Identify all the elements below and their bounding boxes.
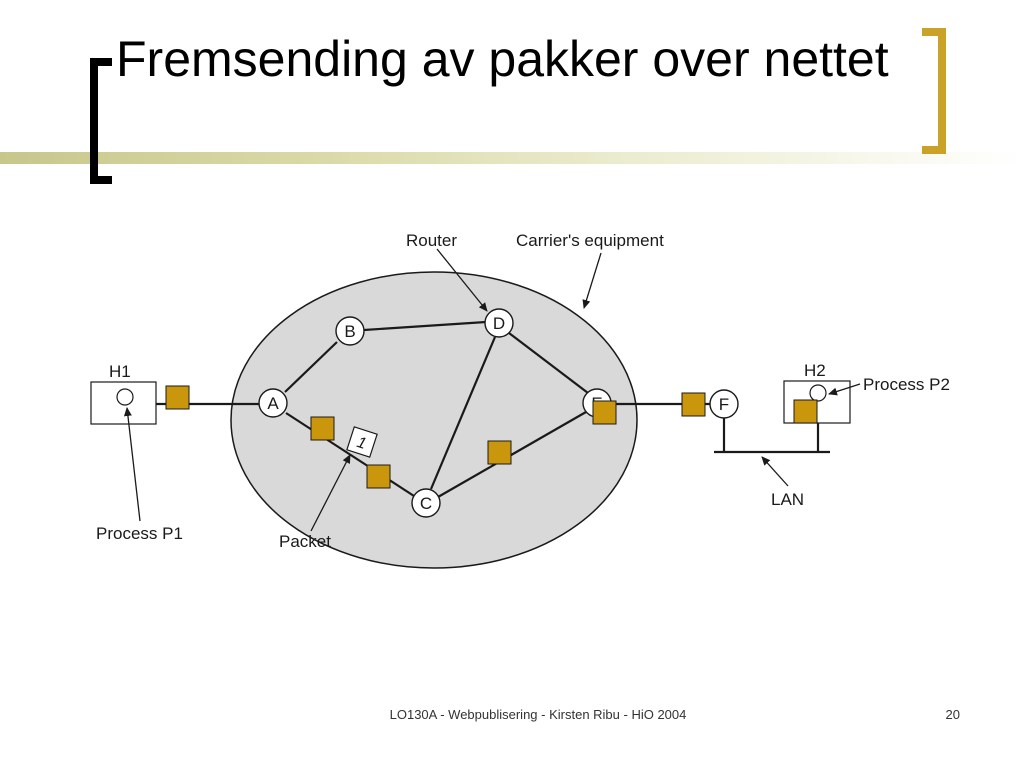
node-d-label: D bbox=[493, 314, 505, 333]
packet-square bbox=[681, 392, 706, 417]
arrow-router bbox=[436, 248, 488, 312]
packet-callout-label: Packet bbox=[279, 532, 331, 551]
link-a-b bbox=[284, 341, 338, 393]
slide-title: Fremsending av pakker over nettet bbox=[116, 31, 889, 87]
arrow-packet bbox=[310, 454, 351, 532]
link-d-c bbox=[429, 336, 497, 490]
link-b-d bbox=[363, 320, 487, 332]
lan-label: LAN bbox=[771, 490, 804, 509]
left-bracket-decoration bbox=[90, 58, 112, 184]
process-p1-circle bbox=[116, 388, 134, 406]
packet-square bbox=[487, 440, 512, 465]
arrow-lan bbox=[761, 456, 789, 487]
carrier-callout-label: Carrier's equipment bbox=[516, 231, 664, 250]
link-c-e bbox=[437, 411, 587, 498]
host-h1-label: H1 bbox=[109, 362, 131, 381]
numbered-packet: 1 bbox=[346, 426, 378, 458]
packet-square bbox=[310, 416, 335, 441]
packet-square bbox=[366, 464, 391, 489]
link-d-e bbox=[508, 332, 589, 394]
router-node-c: C bbox=[411, 488, 441, 518]
router-node-a: A bbox=[258, 388, 288, 418]
packet-square bbox=[793, 399, 818, 424]
packet-square bbox=[165, 385, 190, 410]
router-node-d: D bbox=[484, 308, 514, 338]
process-p2-circle bbox=[809, 384, 827, 402]
node-a-label: A bbox=[267, 394, 279, 413]
packet-square bbox=[592, 400, 617, 425]
network-links bbox=[156, 320, 830, 498]
node-b-label: B bbox=[344, 322, 355, 341]
carrier-network-cloud bbox=[230, 271, 638, 569]
arrow-carrier bbox=[582, 252, 602, 309]
process-p2-label: Process P2 bbox=[863, 375, 950, 394]
router-callout-label: Router bbox=[406, 231, 457, 250]
title-accent-bar bbox=[0, 152, 1024, 164]
packets bbox=[165, 385, 818, 489]
page-number: 20 bbox=[945, 707, 960, 722]
router-node-b: B bbox=[335, 316, 365, 346]
arrow-process-p2 bbox=[828, 383, 861, 396]
arrow-process-p1 bbox=[123, 407, 141, 522]
right-bracket-decoration bbox=[922, 28, 946, 154]
annotation-arrows bbox=[123, 248, 861, 532]
node-f-label: F bbox=[719, 395, 729, 414]
host-h2-label: H2 bbox=[804, 361, 826, 380]
process-p1-label: Process P1 bbox=[96, 524, 183, 543]
footer-text: LO130A - Webpublisering - Kirsten Ribu -… bbox=[389, 707, 687, 722]
node-c-label: C bbox=[420, 494, 432, 513]
router-node-f: F bbox=[709, 389, 739, 419]
